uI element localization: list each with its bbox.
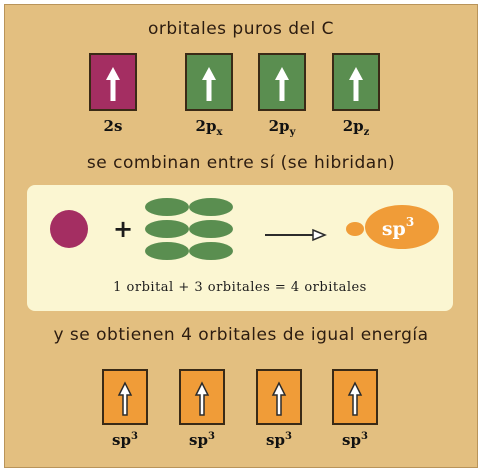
plus-sign: + [113, 215, 133, 243]
orbital-box-sp3-3 [256, 369, 302, 425]
label-2s: 2s [103, 117, 123, 135]
up-arrow-outline-icon [117, 381, 133, 416]
heading-combine: se combinan entre sí (se hibridan) [86, 153, 396, 173]
orbital-hybridization-diagram: orbitales puros del C 2s 2px 2py 2pz se … [4, 4, 478, 468]
label-sp3-1: sp3 [112, 431, 138, 449]
up-arrow-icon [275, 67, 289, 101]
orbital-count-equation: 1 orbital + 3 orbitales = 4 orbitales [113, 280, 367, 295]
combination-illustration: + sp3 [50, 198, 439, 260]
orbital-box-sp3-4 [332, 369, 378, 425]
up-arrow-icon [106, 67, 120, 101]
label-sp3-3: sp3 [266, 431, 292, 449]
label-2pz: 2pz [342, 117, 370, 138]
orbital-box-sp3-1 [102, 369, 148, 425]
p-orbitals-group [145, 198, 233, 260]
up-arrow-outline-icon [347, 381, 363, 416]
combination-panel: + sp3 1 orbital + 3 orbitales = 4 orbita… [27, 185, 453, 311]
sp3-hybrid-label: sp3 [382, 215, 414, 240]
heading-result: y se obtienen 4 orbitales de igual energ… [53, 325, 429, 345]
orbital-box-2py [258, 53, 306, 111]
label-sp3-2: sp3 [189, 431, 215, 449]
s-orbital-sphere [50, 210, 88, 248]
up-arrow-outline-icon [271, 381, 287, 416]
up-arrow-outline-icon [194, 381, 210, 416]
heading-pure-orbitals: orbitales puros del C [147, 19, 335, 39]
up-arrow-icon [202, 67, 216, 101]
label-2px: 2px [195, 117, 223, 138]
orbital-box-sp3-2 [179, 369, 225, 425]
up-arrow-icon [349, 67, 363, 101]
orbital-box-2s [89, 53, 137, 111]
orbital-box-2px [185, 53, 233, 111]
sp3-hybrid-orbital [346, 205, 439, 249]
label-sp3-4: sp3 [342, 431, 368, 449]
reaction-arrow-icon [265, 228, 327, 242]
label-2py: 2py [268, 117, 296, 138]
orbital-box-2pz [332, 53, 380, 111]
